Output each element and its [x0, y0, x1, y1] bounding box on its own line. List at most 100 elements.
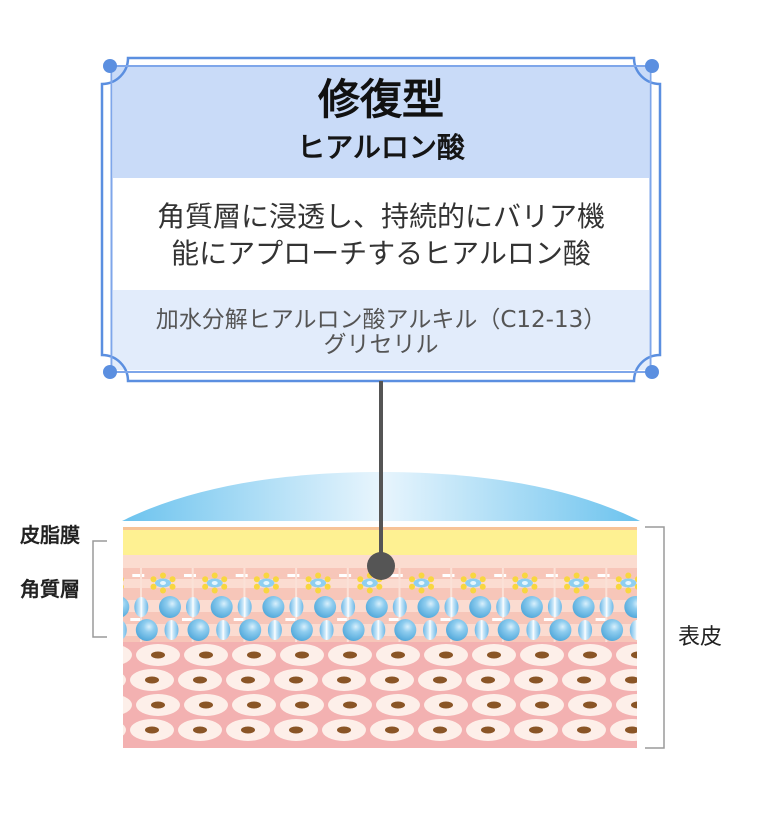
card-frame — [100, 56, 662, 383]
epidermal-cell-icon — [616, 694, 637, 716]
moisture-capsule-icon — [526, 620, 541, 640]
brick-dash — [647, 618, 657, 621]
corneum-bracket — [92, 540, 107, 638]
moisture-capsule-icon — [319, 620, 334, 640]
moisture-capsule-icon — [237, 597, 252, 617]
hyaluronic-sphere-icon — [549, 619, 572, 641]
hyaluronic-sphere-icon — [601, 619, 624, 641]
lipid-molecule-icon — [564, 572, 590, 594]
epidermal-cell-icon — [123, 646, 132, 664]
epidermal-cell-icon — [274, 719, 318, 741]
epidermal-cell-icon — [418, 719, 462, 741]
lipid-molecule-icon — [123, 577, 124, 589]
brick-dash — [545, 574, 558, 577]
moisture-capsule-icon — [186, 597, 200, 617]
epidermal-cell-icon — [520, 694, 564, 716]
epidermal-cell-icon — [274, 669, 318, 691]
brick-dash — [442, 574, 455, 577]
epidermal-cell-icon — [322, 669, 366, 691]
epidermal-cell-icon — [610, 669, 637, 691]
epidermal-cell-icon — [328, 644, 372, 666]
lipid-molecule-icon — [512, 572, 538, 594]
ingredient-name: 加水分解ヒアルロン酸アルキル（C12-13） グリセリル — [113, 308, 649, 358]
corner-dot-icon — [103, 59, 659, 379]
epidermal-cell-icon — [136, 644, 180, 666]
brick-dash — [701, 574, 713, 577]
epidermal-cell-icon — [178, 719, 222, 741]
brick-dash — [388, 618, 399, 621]
card-ingredient-bg — [113, 290, 649, 370]
brick-dash — [285, 618, 296, 621]
brick-dash — [390, 574, 403, 577]
hyaluronic-sphere-icon — [469, 596, 492, 618]
epidermal-cell-icon — [514, 669, 558, 691]
epidermal-cell-icon — [123, 696, 132, 714]
brick-dash — [649, 574, 661, 577]
hyaluronic-sphere-icon — [187, 619, 210, 641]
brick-dash — [595, 618, 606, 621]
hyaluronic-sphere-icon — [417, 596, 440, 618]
epidermal-cell-icon — [610, 719, 637, 741]
pointer-dot-icon — [367, 381, 395, 580]
moisture-capsule-icon — [371, 620, 386, 640]
lipid-molecule-icon — [357, 572, 383, 594]
epidermal-cell-icon — [424, 694, 468, 716]
moisture-capsule-icon — [474, 620, 489, 640]
brick-dash — [132, 574, 145, 577]
epidermal-cell-icon — [514, 719, 558, 741]
moisture-capsule-icon — [703, 597, 717, 617]
epidermal-cell-icon — [466, 669, 510, 691]
moisture-capsule-icon — [629, 620, 637, 640]
epidermal-cell-icon — [232, 644, 276, 666]
lipid-molecule-icon — [150, 572, 176, 594]
epidermal-cell-icon — [184, 644, 228, 666]
epidermal-cell-icon — [232, 694, 276, 716]
epidermal-cell-icon — [130, 719, 174, 741]
epidermal-cell-icon — [370, 719, 414, 741]
card-description: 角質層に浸透し、持続的にバリア機 能にアプローチするヒアルロン酸 — [113, 198, 649, 272]
lipid-molecule-icon — [460, 572, 486, 594]
epidermal-cell-icon — [280, 644, 324, 666]
brick-dash — [597, 574, 610, 577]
epidermal-cell-icon — [562, 669, 606, 691]
brick-dash — [337, 618, 348, 621]
moisture-capsule-icon — [289, 597, 304, 617]
hyaluronic-sphere-icon — [572, 596, 595, 618]
epidermal-cell-icon — [616, 644, 637, 666]
moisture-capsule-icon — [423, 620, 437, 640]
brick-dash — [339, 574, 352, 577]
lipid-molecule-icon — [615, 572, 637, 594]
epidermal-cell-icon — [322, 719, 366, 741]
moisture-capsule-icon — [134, 597, 149, 617]
epidermal-cell-icon — [184, 694, 228, 716]
description-line: 能にアプローチするヒアルロン酸 — [171, 237, 591, 270]
skin-layers — [122, 472, 717, 748]
epidermal-cell-icon — [664, 694, 708, 716]
epidermal-cell-icon — [376, 694, 420, 716]
epidermal-cell-icon — [226, 719, 270, 741]
epidermis-bracket — [645, 526, 665, 749]
ingredient-line: グリセリル — [323, 332, 439, 358]
moisture-capsule-icon — [123, 621, 127, 639]
epidermal-cell-icon — [472, 694, 516, 716]
hyaluronic-sphere-icon — [159, 596, 181, 618]
moisture-capsule-icon — [392, 597, 407, 617]
moisture-capsule-icon — [599, 597, 614, 617]
epidermal-cell-icon — [280, 694, 324, 716]
description-line: 角質層に浸透し、持続的にバリア機 — [156, 200, 605, 233]
epidermal-cell-icon — [226, 669, 270, 691]
lipid-molecule-icon — [408, 572, 435, 594]
hyaluronic-sphere-icon — [239, 619, 262, 641]
epidermal-cell-icon — [520, 644, 564, 666]
hyaluronic-sphere-icon — [290, 619, 313, 641]
lipid-molecule-icon — [667, 573, 692, 594]
brick-dash — [287, 574, 300, 577]
brick-dash — [492, 618, 503, 621]
epidermal-cell-icon — [178, 669, 222, 691]
brick-dash — [182, 618, 192, 621]
brick-dash — [184, 574, 196, 577]
hyaluronic-sphere-icon — [446, 619, 468, 641]
ingredient-line: 加水分解ヒアルロン酸アルキル（C12-13） — [155, 307, 607, 333]
hyaluronic-sphere-icon — [676, 596, 698, 618]
